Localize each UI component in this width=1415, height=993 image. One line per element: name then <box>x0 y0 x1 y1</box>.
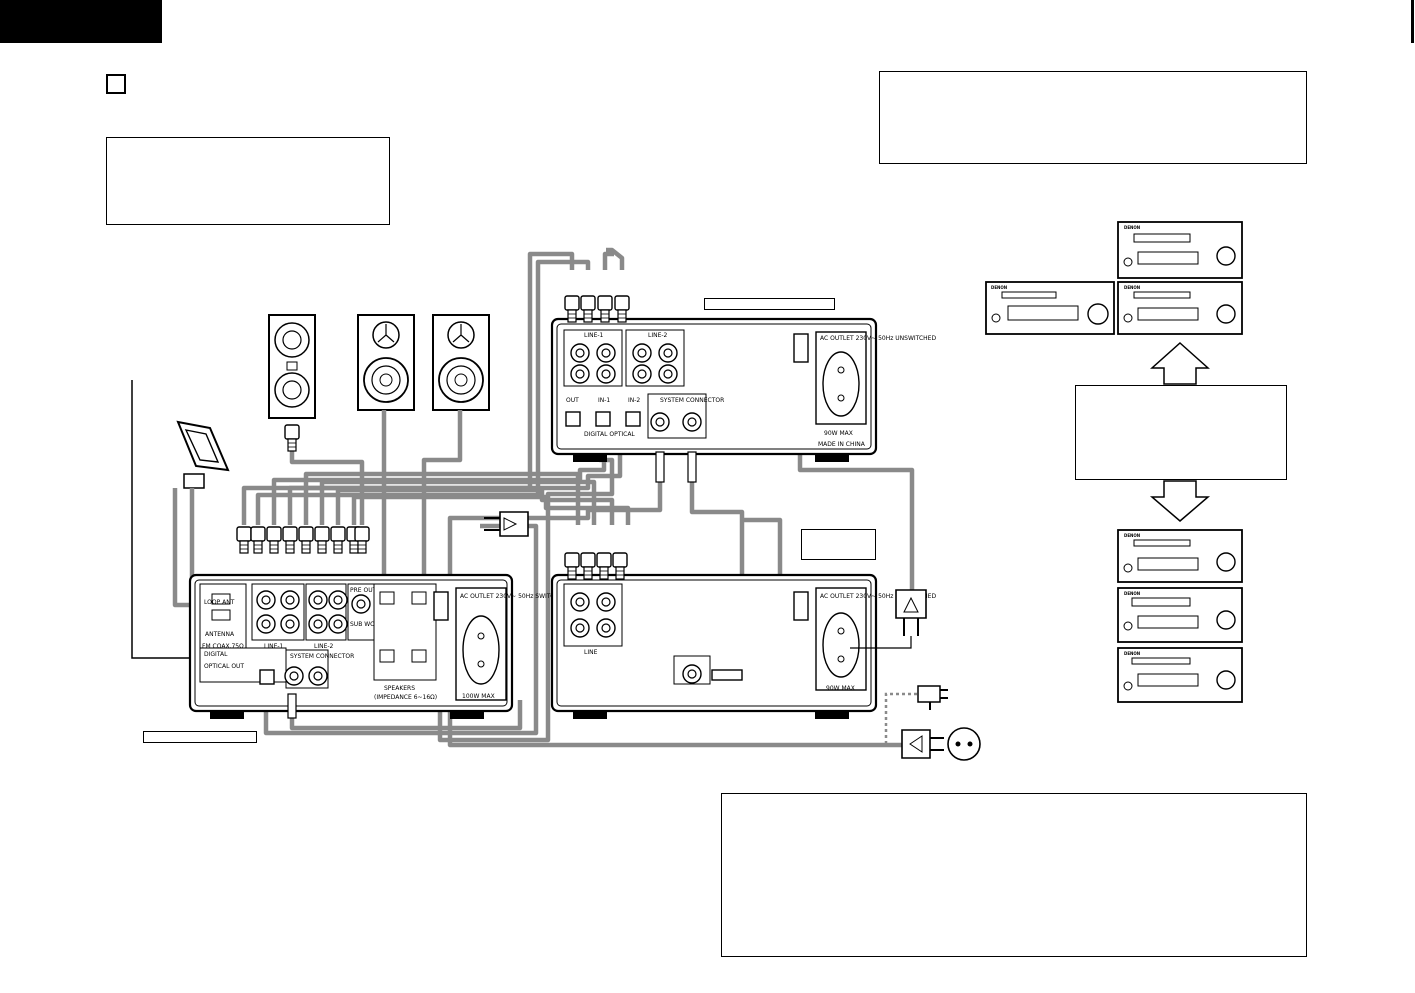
label-bar-main-unit <box>143 731 257 743</box>
power-plug-bottom <box>901 727 981 761</box>
antenna-label: ANTENNA <box>205 631 235 638</box>
top-ac-label: AC OUTLET 230V~ 50Hz UNSWITCHED <box>820 335 936 342</box>
main-ac-label: AC OUTLET 230V~ 50Hz SWITCHED <box>460 593 568 600</box>
note-box-bottom-right <box>721 793 1307 957</box>
top-system-connector-label: SYSTEM CONNECTOR <box>660 397 724 404</box>
svg-text:DENON: DENON <box>991 285 1007 290</box>
speakers-impedance: (IMPEDANCE 6~16Ω) <box>374 694 437 701</box>
double-arrow <box>1149 341 1211 522</box>
label-bar-top-unit <box>704 298 835 310</box>
system-connector-plugs-top <box>655 451 697 483</box>
svg-text:DENON: DENON <box>1124 285 1140 290</box>
main-unit-receiver: LOOP ANT ANTENNA FM COAX.75Ω LINE-1 LINE… <box>188 573 568 719</box>
top-in1-label: IN-1 <box>598 397 610 404</box>
svg-text:DENON: DENON <box>1124 651 1140 656</box>
note-box-middle-right <box>1075 385 1287 480</box>
digital-label: DIGITAL <box>204 651 228 658</box>
subwoofer-label: SUB WOOFER <box>350 621 391 628</box>
main-system-connector-label: SYSTEM CONNECTOR <box>290 653 354 660</box>
subwoofer-plug <box>284 424 300 452</box>
svg-text:DENON: DENON <box>1124 591 1140 596</box>
top-max-label: 90W MAX <box>824 430 853 437</box>
svg-text:L: L <box>586 301 590 308</box>
tape-line-label: LINE <box>584 649 598 656</box>
subwoofer-speaker <box>268 314 316 419</box>
svg-text:DENON: DENON <box>1124 533 1140 538</box>
left-speaker <box>357 314 415 411</box>
fm-coax-label: FM COAX.75Ω <box>202 643 244 650</box>
header-tab <box>0 0 162 43</box>
section-checkbox <box>106 74 126 94</box>
loop-ant-label: LOOP ANT <box>204 599 235 606</box>
top-made-in: MADE IN CHINA <box>818 441 866 448</box>
am-loop-antenna <box>176 420 230 489</box>
main-max-label: 100W MAX <box>462 693 495 700</box>
top-line2-label: LINE-2 <box>648 332 668 339</box>
svg-text:R: R <box>569 301 574 308</box>
right-speaker <box>432 314 490 411</box>
top-out-label: OUT <box>566 397 579 404</box>
main-line2-label: LINE-2 <box>314 643 334 650</box>
pre-out-label: PRE OUT <box>350 587 377 594</box>
svg-text:DENON: DENON <box>1124 225 1140 230</box>
power-plug-uk <box>884 685 948 744</box>
stack-top-illustration: DENON DENON DENON <box>985 221 1243 335</box>
note-box-top-left <box>106 137 390 225</box>
system-connector-plug-main <box>287 693 297 719</box>
main-line1-label: LINE-1 <box>264 643 284 650</box>
top-digital-optical-label: DIGITAL OPTICAL <box>584 431 635 438</box>
svg-text:R: R <box>602 301 607 308</box>
speakers-label: SPEAKERS <box>384 685 415 692</box>
svg-text:L: L <box>620 301 624 308</box>
note-box-top-right <box>879 71 1307 164</box>
top-unit-cd: LINE-1 LINE-2 OUT IN-1 IN-2 DIGITAL OPTI… <box>550 317 936 462</box>
unit-label-box <box>801 529 876 560</box>
optical-out-label: OPTICAL OUT <box>204 663 244 670</box>
top-line1-label: LINE-1 <box>584 332 604 339</box>
top-in2-label: IN-2 <box>628 397 640 404</box>
power-plug-center <box>484 511 529 537</box>
fm-antenna-wire <box>131 380 208 659</box>
right-edge-mark <box>1411 0 1414 43</box>
system-connector-plug <box>711 669 743 681</box>
lower-unit-tape: LINE AC OUTLET 230V~ 50Hz UNSWITCHED 90W… <box>550 573 936 719</box>
tape-max-label: 90W MAX <box>826 685 855 692</box>
tape-ac-label: AC OUTLET 230V~ 50Hz UNSWITCHED <box>820 593 936 600</box>
stack-bottom-illustration: DENON DENON DENON <box>1117 529 1243 703</box>
top-rca-plugs: R L R L <box>564 295 630 323</box>
power-plug-right <box>850 589 927 649</box>
main-rca-plugs <box>236 526 370 554</box>
